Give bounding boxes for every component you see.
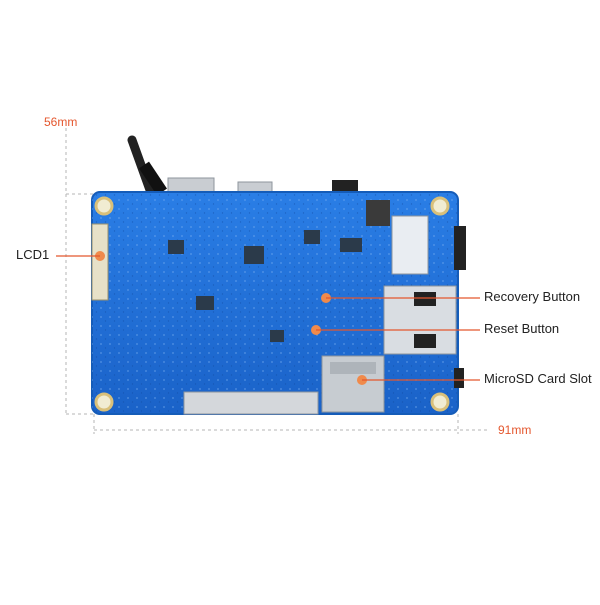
width-dimension-label: 91mm (498, 423, 532, 437)
dimension-lines (65, 128, 490, 434)
microsd-slot-callout: MicroSD Card Slot (484, 371, 592, 386)
gpio-header (183, 391, 319, 415)
reset-button-callout: Reset Button (484, 321, 560, 336)
height-dimension-label: 56mm (44, 115, 78, 129)
leader-lines (56, 255, 480, 381)
mount-hole (94, 392, 114, 412)
lcd-callout: LCD1 (16, 247, 50, 262)
mount-hole (94, 196, 114, 216)
recovery-button-callout: Recovery Button (484, 289, 581, 304)
mount-hole (430, 196, 450, 216)
pcb-board (91, 191, 466, 415)
mount-hole (430, 392, 450, 412)
cable (127, 135, 167, 196)
lcd-connector (91, 223, 109, 301)
